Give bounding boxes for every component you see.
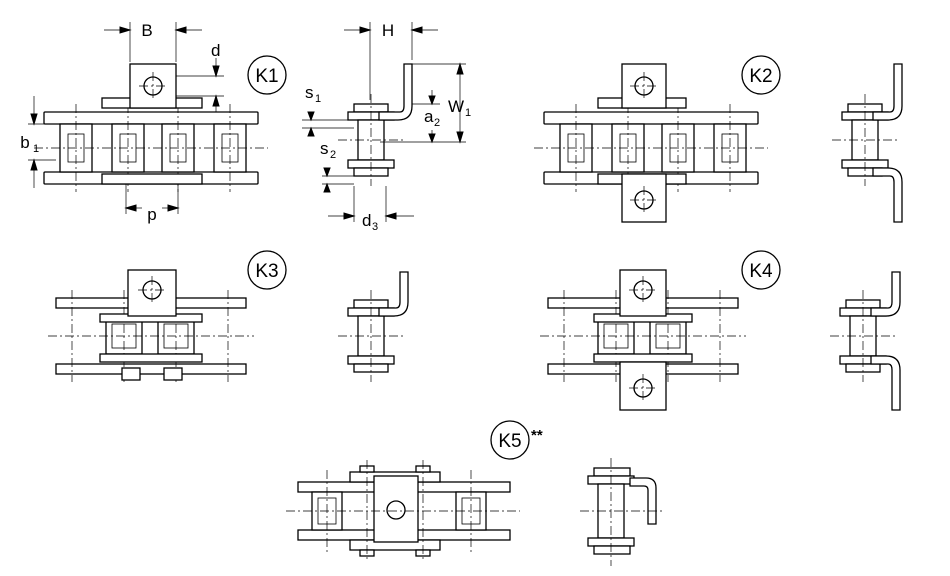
- dim-p-label: p: [147, 205, 156, 224]
- k5-side-view: [580, 458, 664, 566]
- dim-s1-label: s: [305, 83, 314, 102]
- dim-a2-label: a: [424, 107, 434, 126]
- dim-W1-subscript: 1: [465, 107, 471, 119]
- dim-a2-subscript: 2: [434, 117, 440, 129]
- k4-label: K4: [741, 250, 781, 290]
- k2-side-view: [831, 63, 903, 223]
- k2-plan-view: [533, 63, 769, 223]
- dim-s2-subscript: 2: [330, 149, 336, 161]
- k1-label-text: K1: [255, 66, 278, 87]
- k1-label: K1: [247, 55, 287, 95]
- k3-label-text: K3: [255, 261, 278, 282]
- k5-label-text: K5: [498, 431, 521, 452]
- k5-plan-view: [286, 460, 520, 562]
- dim-d3-label: d: [362, 211, 371, 230]
- k1-side-view: [302, 22, 466, 222]
- dim-H-label: H: [382, 21, 394, 40]
- dim-W1-label: W: [448, 97, 464, 116]
- k3-side-view: [337, 271, 409, 383]
- dim-d3-subscript: 3: [372, 221, 378, 233]
- dim-d-label: d: [211, 41, 220, 60]
- k4-side-view: [829, 271, 901, 411]
- k4-plan-view: [539, 269, 747, 411]
- dim-s2-label: s: [320, 139, 329, 158]
- k1-plan-view: [28, 22, 269, 214]
- k2-label: K2: [741, 55, 781, 95]
- dim-b1-label: b: [20, 133, 29, 152]
- dim-s1-subscript: 1: [315, 93, 321, 105]
- k5-label: K5 **: [490, 420, 543, 460]
- dim-b1-subscript: 1: [33, 143, 39, 155]
- dim-B-label: B: [141, 21, 152, 40]
- k5-note-mark: **: [531, 427, 543, 444]
- k4-label-text: K4: [749, 261, 773, 282]
- k3-plan-view: [47, 269, 255, 383]
- k3-label: K3: [247, 250, 287, 290]
- k2-label-text: K2: [749, 66, 772, 87]
